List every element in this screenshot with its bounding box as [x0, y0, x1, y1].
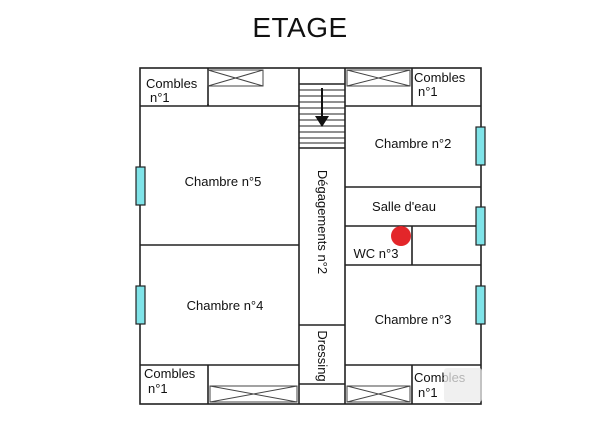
label-combles-br-num: n°1	[418, 385, 438, 400]
window-chambre3	[475, 285, 486, 325]
label-wc: WC n°3	[354, 246, 399, 261]
watermark	[444, 368, 482, 402]
location-marker	[391, 226, 411, 246]
window-chambre5	[135, 166, 146, 206]
label-chambre2: Chambre n°2	[375, 136, 452, 151]
label-chambre4: Chambre n°4	[187, 298, 264, 313]
label-dressing: Dressing	[315, 330, 330, 381]
window-salle-eau	[475, 206, 486, 246]
label-combles-tl: Combles	[146, 76, 198, 91]
outer-wall	[139, 67, 482, 405]
label-chambre5: Chambre n°5	[185, 174, 262, 189]
label-salle-eau: Salle d'eau	[372, 199, 436, 214]
label-degagements: Dégagements n°2	[315, 170, 330, 274]
window-chambre4	[135, 285, 146, 325]
label-combles-bl-num: n°1	[148, 381, 168, 396]
attic-hatch	[207, 69, 411, 403]
label-combles-bl: Combles	[144, 366, 196, 381]
label-combles-tl-num: n°1	[150, 90, 170, 105]
label-chambre3: Chambre n°3	[375, 312, 452, 327]
label-combles-tr: Combles	[414, 70, 466, 85]
label-combles-tr-num: n°1	[418, 84, 438, 99]
window-chambre2	[475, 126, 486, 166]
stair-arrow-icon	[315, 88, 329, 127]
plan-title: ETAGE	[252, 12, 348, 43]
